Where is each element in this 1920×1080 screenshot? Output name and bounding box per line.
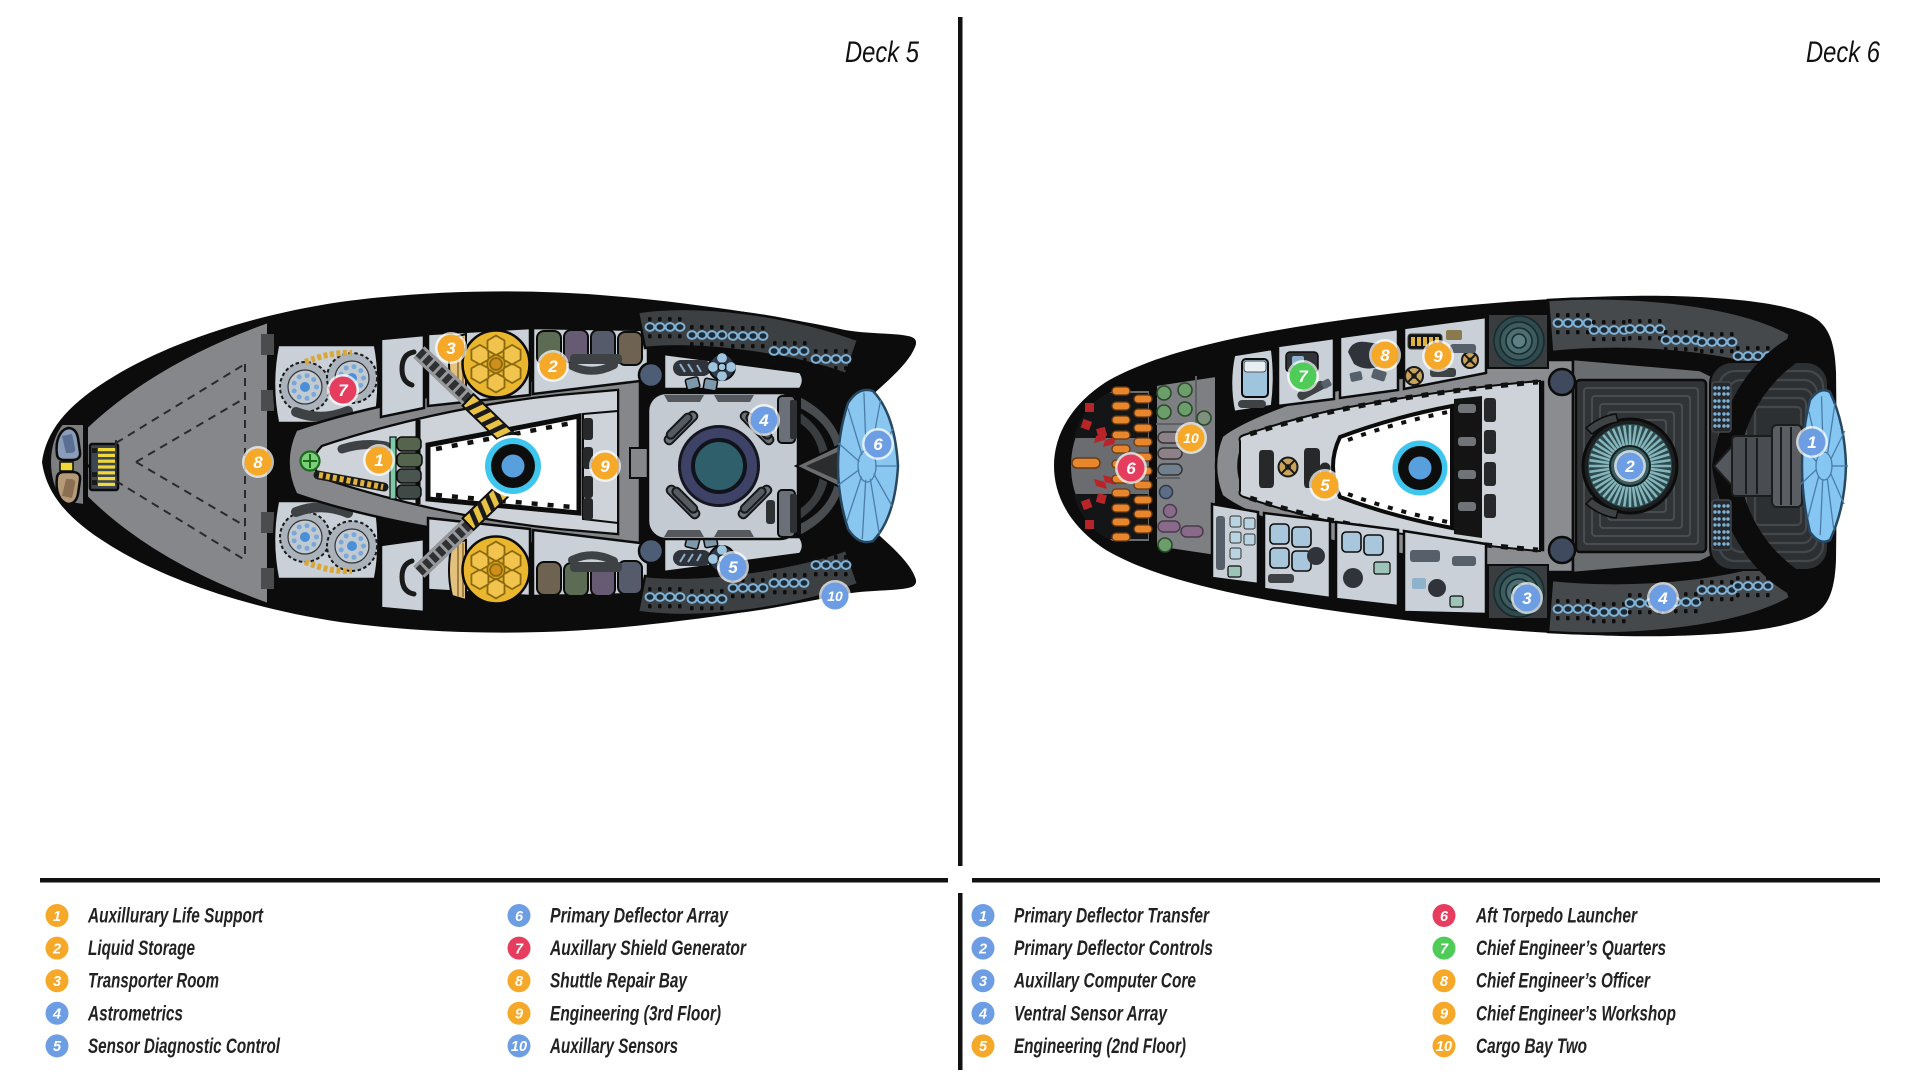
svg-text:5: 5: [1320, 476, 1330, 495]
svg-text:Cargo Bay Two: Cargo Bay Two: [1476, 1034, 1587, 1058]
svg-text:Primary Deflector Array: Primary Deflector Array: [550, 904, 729, 928]
svg-text:9: 9: [1433, 347, 1443, 366]
svg-text:2: 2: [1624, 457, 1635, 476]
svg-text:5: 5: [979, 1039, 988, 1055]
svg-text:Deck 5: Deck 5: [845, 36, 919, 69]
svg-text:8: 8: [253, 453, 263, 472]
svg-text:5: 5: [53, 1039, 62, 1055]
svg-text:9: 9: [600, 457, 610, 476]
svg-text:Engineering (2nd Floor): Engineering (2nd Floor): [1014, 1034, 1186, 1058]
svg-text:Chief Engineer’s Quarters: Chief Engineer’s Quarters: [1476, 936, 1666, 960]
svg-text:Astrometrics: Astrometrics: [87, 1001, 183, 1025]
svg-text:3: 3: [446, 339, 456, 358]
svg-text:Chief Engineer’s Workshop: Chief Engineer’s Workshop: [1476, 1001, 1676, 1025]
svg-text:6: 6: [1126, 459, 1136, 478]
svg-text:Auxillary Shield Generator: Auxillary Shield Generator: [549, 936, 747, 960]
svg-text:Deck 6: Deck 6: [1806, 36, 1880, 69]
svg-text:10: 10: [511, 1039, 527, 1055]
svg-text:1: 1: [53, 909, 61, 925]
svg-text:2: 2: [52, 941, 61, 957]
svg-text:Liquid Storage: Liquid Storage: [88, 936, 195, 960]
svg-text:9: 9: [515, 1007, 523, 1023]
svg-text:Primary Deflector Transfer: Primary Deflector Transfer: [1014, 904, 1210, 928]
svg-text:Primary Deflector Controls: Primary Deflector Controls: [1014, 936, 1213, 960]
svg-text:8: 8: [515, 974, 524, 990]
svg-text:10: 10: [1183, 430, 1199, 446]
svg-text:Sensor Diagnostic Control: Sensor Diagnostic Control: [88, 1034, 281, 1058]
svg-text:Auxillurary Life Support: Auxillurary Life Support: [87, 904, 263, 928]
svg-text:6: 6: [873, 435, 883, 454]
svg-text:4: 4: [978, 1007, 987, 1023]
svg-text:Engineering (3rd Floor): Engineering (3rd Floor): [550, 1001, 721, 1025]
svg-text:Aft Torpedo Launcher: Aft Torpedo Launcher: [1475, 904, 1638, 928]
svg-text:3: 3: [1522, 589, 1532, 608]
svg-text:10: 10: [827, 588, 843, 604]
svg-text:10: 10: [1436, 1039, 1452, 1055]
svg-text:1: 1: [374, 451, 383, 470]
svg-text:7: 7: [515, 941, 524, 957]
svg-text:Transporter Room: Transporter Room: [88, 969, 219, 993]
svg-text:8: 8: [1380, 346, 1390, 365]
svg-text:2: 2: [978, 941, 987, 957]
svg-text:Auxillary Computer Core: Auxillary Computer Core: [1013, 969, 1196, 993]
svg-text:Shuttle Repair Bay: Shuttle Repair Bay: [550, 969, 688, 993]
svg-text:3: 3: [979, 974, 987, 990]
svg-text:8: 8: [1440, 974, 1449, 990]
svg-text:2: 2: [547, 357, 558, 376]
svg-text:Chief Engineer’s Officer: Chief Engineer’s Officer: [1476, 969, 1651, 993]
svg-text:4: 4: [758, 411, 769, 430]
svg-text:6: 6: [515, 909, 524, 925]
svg-text:7: 7: [338, 381, 349, 400]
svg-text:5: 5: [728, 558, 738, 577]
svg-text:6: 6: [1440, 909, 1449, 925]
svg-text:7: 7: [1440, 941, 1449, 957]
svg-text:4: 4: [1657, 589, 1668, 608]
svg-text:7: 7: [1298, 367, 1309, 386]
svg-text:Auxillary Sensors: Auxillary Sensors: [549, 1034, 678, 1058]
svg-text:9: 9: [1440, 1007, 1448, 1023]
svg-text:1: 1: [979, 909, 987, 925]
svg-text:4: 4: [52, 1007, 61, 1023]
svg-text:3: 3: [53, 974, 61, 990]
svg-text:Ventral Sensor Array: Ventral Sensor Array: [1014, 1001, 1168, 1025]
svg-text:1: 1: [1807, 433, 1816, 452]
